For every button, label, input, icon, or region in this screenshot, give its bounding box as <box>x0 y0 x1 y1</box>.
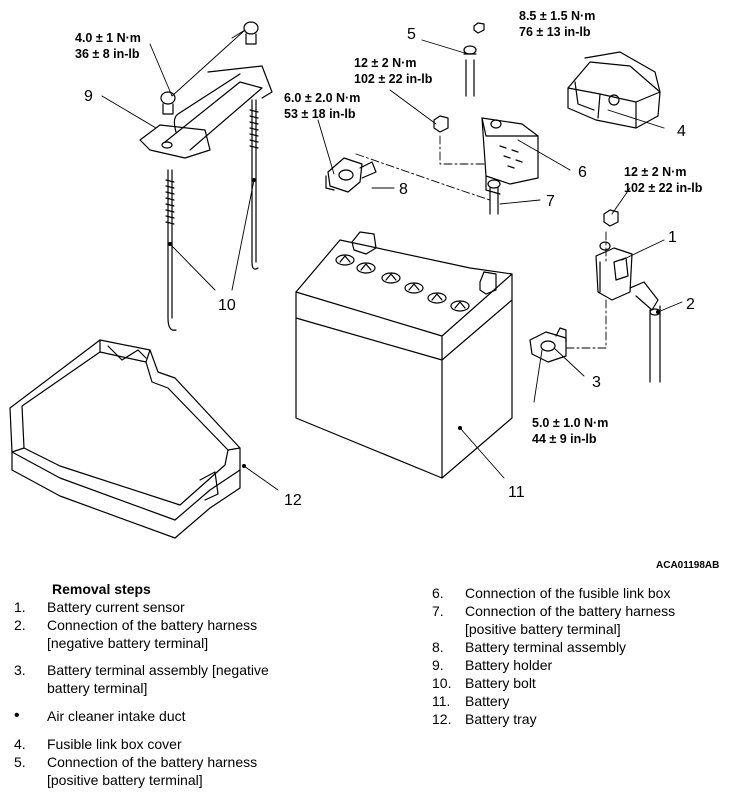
battery-holder <box>139 21 273 159</box>
removal-step: 12. Battery tray <box>432 710 712 728</box>
step-number: 1. <box>14 599 26 615</box>
torque-pos-terminal-imperial: 53 ± 18 in-lb <box>284 107 356 121</box>
removal-step: 2. Connection of the battery harness [ne… <box>14 616 314 652</box>
fusible-link-box-cover <box>567 51 661 129</box>
step-text: Battery terminal assembly <box>465 639 627 655</box>
torque-sensor-metric: 12 ± 2 N·m <box>624 165 686 179</box>
step-number: 7. <box>432 603 444 619</box>
callout-1: 1 <box>668 229 677 246</box>
step-bullet: • <box>14 707 20 724</box>
step-text: [positive battery terminal] <box>47 772 203 788</box>
callout-6: 6 <box>578 164 587 181</box>
torque-holder-imperial: 36 ± 8 in-lb <box>75 47 140 61</box>
step-text: Fusible link box cover <box>47 736 182 752</box>
torque-top-bolt-metric: 8.5 ± 1.5 N·m <box>519 9 595 23</box>
step-number: 6. <box>432 585 444 601</box>
removal-step: 1. Battery current sensor <box>14 598 314 616</box>
step-number: 10. <box>432 675 452 691</box>
battery-current-sensor <box>595 241 633 301</box>
assembly-lines <box>355 135 607 349</box>
fusible-link-box <box>481 117 539 195</box>
callout-8: 8 <box>399 181 408 198</box>
removal-steps-right: 6. Connection of the fusible link box 7.… <box>432 584 712 728</box>
torque-neg-terminal-metric: 5.0 ± 1.0 N·m <box>532 416 608 430</box>
positive-harness-cables <box>463 45 501 215</box>
removal-step: 6. Connection of the fusible link box <box>432 584 712 602</box>
step-number: 8. <box>432 639 444 655</box>
callout-3: 3 <box>592 374 601 391</box>
removal-step: 9. Battery holder <box>432 656 712 674</box>
battery-tray <box>9 339 241 539</box>
callout-5: 5 <box>407 26 416 43</box>
removal-step: • Air cleaner intake duct <box>14 707 314 725</box>
leader-lines <box>101 29 683 491</box>
step-text: Connection of the battery harness <box>47 617 258 633</box>
battery-bolts <box>165 99 259 331</box>
torque-sensor-imperial: 102 ± 22 in-lb <box>624 181 703 195</box>
battery <box>295 231 513 479</box>
step-text: Connection of the fusible link box <box>465 585 671 601</box>
step-number: 3. <box>14 662 26 678</box>
step-text: Battery <box>465 693 510 709</box>
callout-12: 12 <box>284 492 302 509</box>
step-number: 9. <box>432 657 444 673</box>
step-text: Battery holder <box>465 657 553 673</box>
step-text: Connection of the battery harness <box>465 603 676 619</box>
callout-2: 2 <box>686 296 695 313</box>
step-number: 5. <box>14 754 26 770</box>
torque-neg-terminal-imperial: 44 ± 9 in-lb <box>532 432 597 446</box>
positive-terminal-assembly <box>325 157 377 193</box>
negative-terminal-assembly <box>529 327 567 363</box>
step-text: Air cleaner intake duct <box>47 708 186 724</box>
step-text: [negative battery terminal] <box>47 635 209 651</box>
step-text: Connection of the battery harness <box>47 754 258 770</box>
torque-holder-metric: 4.0 ± 1 N·m <box>75 31 141 45</box>
removal-step: 5. Connection of the battery harness [po… <box>14 753 314 789</box>
callout-11: 11 <box>508 484 525 501</box>
step-number: 2. <box>14 617 26 633</box>
removal-step: 10. Battery bolt <box>432 674 712 692</box>
exploded-diagram: 9 10 5 8 4 6 7 1 2 3 11 12 4.0 ± 1 N·m 3… <box>9 9 719 571</box>
negative-harness-cable <box>629 281 661 383</box>
removal-steps-heading: Removal steps <box>52 581 151 597</box>
removal-step: 8. Battery terminal assembly <box>432 638 712 656</box>
step-text: Battery terminal assembly [negative <box>47 662 269 678</box>
removal-step: 3. Battery terminal assembly [negative b… <box>14 661 314 697</box>
leader-dots <box>168 178 660 468</box>
step-number: 11. <box>432 693 451 709</box>
callout-10: 10 <box>218 297 236 314</box>
removal-step: 11. Battery <box>432 692 712 710</box>
callout-numbers: 9 10 5 8 4 6 7 1 2 3 11 12 <box>84 26 695 509</box>
step-number: 4. <box>14 736 26 752</box>
callout-4: 4 <box>677 123 686 140</box>
step-text: [positive battery terminal] <box>465 621 621 637</box>
callout-9: 9 <box>84 88 93 105</box>
torque-fusible-imperial: 102 ± 22 in-lb <box>354 72 433 86</box>
step-text: Battery tray <box>465 711 537 727</box>
step-number: 12. <box>432 711 452 727</box>
torque-specs: 4.0 ± 1 N·m 36 ± 8 in-lb 8.5 ± 1.5 N·m 7… <box>75 9 703 446</box>
step-text: Battery bolt <box>465 675 536 691</box>
removal-steps-left: Removal steps 1. Battery current sensor … <box>14 580 314 789</box>
removal-step: 4. Fusible link box cover <box>14 735 314 753</box>
nuts <box>433 22 619 227</box>
figure-code: ACA01198AB <box>656 560 719 571</box>
torque-top-bolt-imperial: 76 ± 13 in-lb <box>519 25 591 39</box>
callout-7: 7 <box>546 193 555 210</box>
torque-pos-terminal-metric: 6.0 ± 2.0 N·m <box>284 91 360 105</box>
step-text: Battery current sensor <box>47 599 185 615</box>
step-text: battery terminal] <box>47 680 148 696</box>
torque-fusible-metric: 12 ± 2 N·m <box>354 56 416 70</box>
removal-step: 7. Connection of the battery harness [po… <box>432 602 712 638</box>
